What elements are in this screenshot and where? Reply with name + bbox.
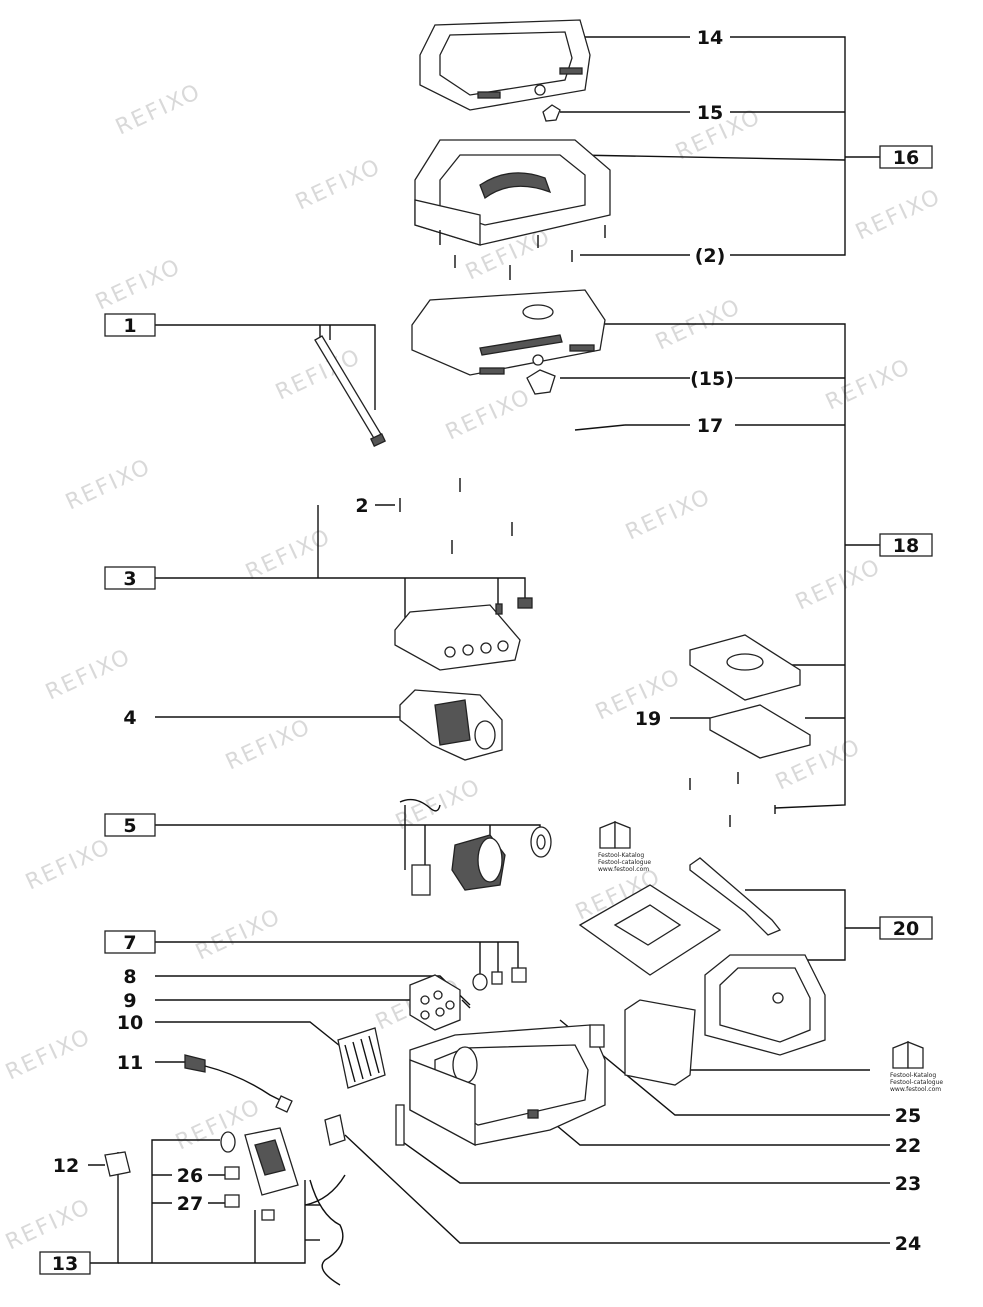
- switch-27: [224, 1194, 240, 1208]
- label-11: 11: [117, 1052, 143, 1074]
- catalog-text: www.festool.com: [890, 1086, 941, 1093]
- filter-box: [704, 954, 826, 1056]
- watermark: REFIXO: [392, 774, 485, 835]
- foam-pad: [589, 1024, 605, 1048]
- label-1: 1: [123, 315, 136, 337]
- motor-housing: [399, 689, 503, 761]
- switch-26: [224, 1166, 240, 1180]
- screws-right: [689, 772, 776, 827]
- label-2: 2: [355, 495, 368, 517]
- label-10: 10: [117, 1012, 143, 1034]
- label-12: 12: [53, 1155, 79, 1177]
- latch: [542, 104, 561, 122]
- label-27: 27: [177, 1193, 203, 1215]
- switch-small: [261, 1209, 275, 1221]
- label-17: 17: [697, 415, 723, 437]
- seal-strip: [395, 1104, 405, 1146]
- label-23: 23: [895, 1173, 921, 1195]
- label-9: 9: [123, 990, 136, 1012]
- label-3: 3: [123, 568, 136, 590]
- base-container: [409, 1024, 606, 1147]
- catalog-text: Festool-catalogue: [598, 859, 651, 866]
- label-18: 18: [893, 535, 919, 557]
- label-20: 20: [893, 918, 919, 940]
- watermark: REFIXO: [292, 154, 385, 215]
- watermark: REFIXO: [792, 554, 885, 615]
- cable-assembly: [314, 335, 386, 448]
- label-19: 19: [635, 708, 661, 730]
- watermark: REFIXO: [22, 834, 115, 895]
- handle-rail: [689, 857, 782, 936]
- switch: [104, 1151, 131, 1177]
- watermark: REFIXO: [62, 454, 155, 515]
- label-5: 5: [123, 815, 136, 837]
- watermark: REFIXO: [852, 184, 945, 245]
- top-container: [414, 139, 611, 246]
- watermark: REFIXO: [442, 384, 535, 445]
- watermark: REFIXO: [2, 1024, 95, 1085]
- part-drawings: [104, 19, 826, 1286]
- filter-cartridge: [409, 974, 461, 1031]
- catalog-text: Festool-Katalog: [598, 852, 644, 859]
- motor: [399, 798, 552, 896]
- label-26: 26: [177, 1165, 203, 1187]
- catalog-text: www.festool.com: [598, 866, 649, 873]
- watermark: REFIXO: [92, 254, 185, 315]
- label-24: 24: [895, 1233, 921, 1255]
- watermark: REFIXO: [192, 904, 285, 965]
- watermark: REFIXO: [822, 354, 915, 415]
- container-lid: [411, 289, 606, 376]
- label-15: 15: [697, 102, 723, 124]
- watermark: REFIXO: [652, 294, 745, 355]
- filter-element: [624, 999, 696, 1086]
- watermark: REFIXO: [222, 714, 315, 775]
- label-25: 25: [895, 1105, 921, 1127]
- gasket: [709, 704, 811, 759]
- label-text: 1 3 5 7 13 16 18 20 14 15 (2) (15) 17 19…: [52, 27, 921, 1275]
- disc: [220, 1131, 236, 1153]
- label-13: 13: [52, 1253, 78, 1275]
- label-4: 4: [123, 707, 136, 729]
- label-15p: (15): [690, 368, 734, 390]
- control-panel: [394, 597, 533, 671]
- seals: [461, 967, 527, 1009]
- power-cord: [184, 1054, 293, 1113]
- watermark: REFIXO: [242, 524, 335, 585]
- label-22: 22: [895, 1135, 921, 1157]
- boxed-labels: [39, 145, 933, 1275]
- relay: [324, 1114, 346, 1146]
- catalog-icon-top: Festool-Katalog Festool-catalogue www.fe…: [598, 821, 651, 873]
- watermark: REFIXO: [622, 484, 715, 545]
- label-14: 14: [697, 27, 723, 49]
- label-16: 16: [893, 147, 919, 169]
- catalog-text: Festool-catalogue: [890, 1079, 943, 1086]
- watermark: REFIXO: [42, 644, 135, 705]
- lid-frame: [419, 19, 591, 111]
- catalog-icon-bottom: Festool-Katalog Festool-catalogue www.fe…: [890, 1041, 943, 1093]
- leader-lines: [88, 36, 890, 1264]
- pcb-board: [244, 1127, 346, 1286]
- grille: [337, 1027, 386, 1089]
- watermark: REFIXO: [112, 79, 205, 140]
- label-2p: (2): [695, 245, 726, 267]
- label-8: 8: [123, 966, 136, 988]
- latch-lower: [526, 369, 556, 395]
- watermark: REFIXO: [2, 1194, 95, 1255]
- screws-mid: [399, 478, 513, 554]
- catalog-text: Festool-Katalog: [890, 1072, 936, 1079]
- screws-top: [439, 225, 606, 280]
- pin: [574, 424, 626, 431]
- label-7: 7: [123, 932, 136, 954]
